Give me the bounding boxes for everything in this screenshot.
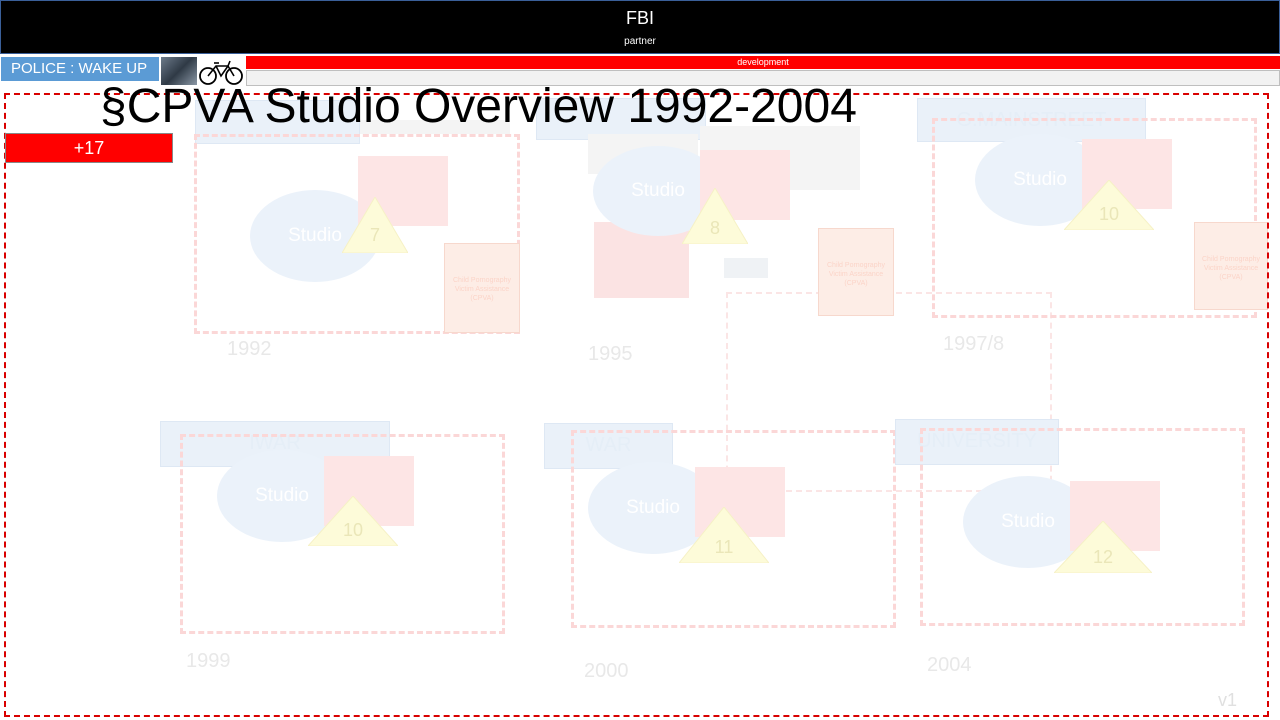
- year-label: 2004: [927, 654, 972, 676]
- cpva-document: Child Pornography Victim Assistance (CPV…: [818, 228, 894, 316]
- image-strip: [360, 120, 510, 134]
- year-label: 1995: [588, 343, 633, 365]
- number-triangle: 10: [1062, 179, 1156, 231]
- header-subtitle: partner: [624, 36, 656, 47]
- panel-frame: [920, 428, 1245, 626]
- version-label: v1: [1218, 690, 1238, 710]
- bicycle-icon: [199, 60, 243, 85]
- development-bar: development: [246, 56, 1280, 69]
- number-triangle: 10: [306, 495, 400, 547]
- number-triangle: 12: [1052, 520, 1154, 574]
- year-label: 1992: [227, 338, 272, 360]
- counter-badge: +17: [5, 133, 173, 163]
- panel-frame: [932, 118, 1257, 318]
- number-triangle: 8: [681, 187, 749, 245]
- panel-label: [536, 98, 706, 140]
- document-text: Child Pornography Victim Assistance (CPV…: [453, 277, 511, 302]
- panel-frame: [180, 434, 505, 634]
- police-label: POLICE : WAKE UP: [1, 57, 159, 81]
- number-triangle: 11: [677, 506, 771, 564]
- number-triangle: 7: [341, 196, 409, 254]
- main-frame: [4, 93, 1269, 717]
- cpva-document: Child Pornography Victim Assistance (CPV…: [444, 243, 520, 333]
- triangle-number: 12: [1092, 547, 1114, 567]
- year-label: 1999: [186, 650, 231, 672]
- triangle-number: 11: [714, 537, 734, 557]
- cpva-document: Child Pornography Victim Assistance (CPV…: [1194, 222, 1268, 310]
- triangle-number: 10: [1098, 204, 1120, 224]
- triangle-number: 7: [369, 225, 380, 245]
- header-bar: [0, 0, 1280, 54]
- small-image: [724, 258, 768, 278]
- header-title: FBI: [625, 8, 654, 28]
- panel-frame: [194, 134, 520, 334]
- year-label: 2000: [584, 660, 629, 682]
- panel-frame: [571, 430, 896, 628]
- document-text: Child Pornography Victim Assistance (CPV…: [1202, 256, 1260, 281]
- triangle-number: 10: [342, 520, 364, 540]
- triangle-number: 8: [709, 218, 720, 238]
- year-label: 1997/8: [943, 333, 1005, 355]
- page-title: §CPVA Studio Overview 1992-2004: [100, 80, 857, 133]
- document-text: Child Pornography Victim Assistance (CPV…: [827, 262, 885, 287]
- police-photo: [161, 57, 197, 85]
